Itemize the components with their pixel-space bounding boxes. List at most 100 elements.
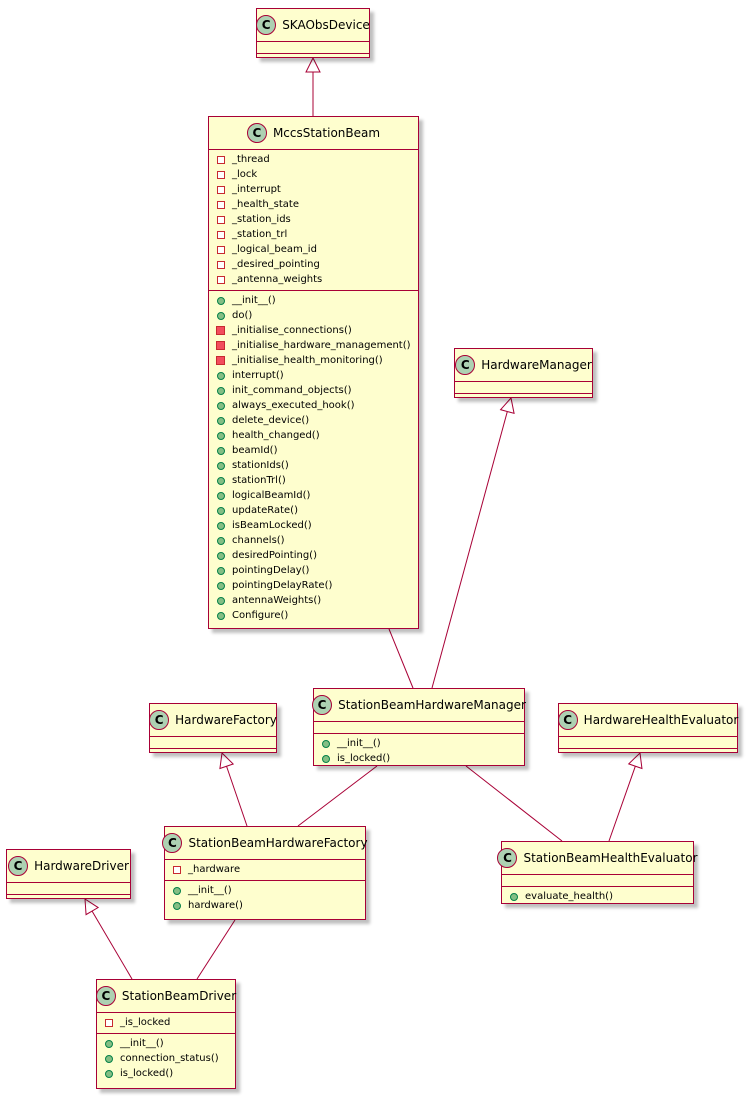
method-label: beamId() xyxy=(232,445,278,456)
public-method-icon xyxy=(215,445,226,456)
class-name: HardwareHealthEvaluator xyxy=(583,713,739,727)
field-row: _hardware xyxy=(165,862,365,877)
method-row: channels() xyxy=(209,533,418,548)
class-box-hardware-factory: C HardwareFactory xyxy=(149,703,277,753)
class-c-icon: C xyxy=(256,15,277,35)
public-method-icon xyxy=(320,753,331,764)
field-label: _is_locked xyxy=(120,1017,171,1028)
method-row: pointingDelay() xyxy=(209,563,418,578)
methods-section xyxy=(559,748,737,760)
public-method-icon xyxy=(215,580,226,591)
method-label: _initialise_health_monitoring() xyxy=(232,355,383,366)
inheritance-edge xyxy=(431,411,508,689)
public-method-icon xyxy=(215,370,226,381)
public-method-icon xyxy=(103,1053,114,1064)
field-row: _station_trl xyxy=(209,227,418,242)
association-edge xyxy=(388,628,414,689)
class-header: C HardwareDriver xyxy=(7,850,130,882)
method-label: pointingDelayRate() xyxy=(232,580,333,591)
class-name: HardwareDriver xyxy=(34,859,129,873)
class-name: HardwareFactory xyxy=(175,713,277,727)
public-method-icon xyxy=(215,520,226,531)
public-method-icon xyxy=(171,885,182,896)
field-label: _hardware xyxy=(188,864,241,875)
method-row: beamId() xyxy=(209,443,418,458)
field-row: _station_ids xyxy=(209,212,418,227)
private-method-icon xyxy=(215,355,226,366)
fields-section xyxy=(257,41,369,53)
fields-section xyxy=(150,736,276,748)
method-row: __init__() xyxy=(97,1036,235,1051)
methods-section xyxy=(7,894,130,906)
field-label: _logical_beam_id xyxy=(232,244,317,255)
inheritance-arrowhead xyxy=(84,898,100,916)
class-name: StationBeamHardwareFactory xyxy=(188,836,368,850)
class-c-icon: C xyxy=(312,695,333,715)
method-label: _initialise_connections() xyxy=(232,325,352,336)
method-label: health_changed() xyxy=(232,430,320,441)
method-label: logicalBeamId() xyxy=(232,490,311,501)
fields-section: _thread_lock_interrupt_health_state_stat… xyxy=(209,149,418,290)
field-row: _antenna_weights xyxy=(209,272,418,287)
private-field-icon xyxy=(215,214,226,225)
private-method-icon xyxy=(215,325,226,336)
private-field-icon xyxy=(215,169,226,180)
inheritance-arrowhead xyxy=(219,751,235,770)
public-method-icon xyxy=(215,550,226,561)
method-row: stationIds() xyxy=(209,458,418,473)
class-c-icon: C xyxy=(455,355,476,375)
method-label: isBeamLocked() xyxy=(232,520,312,531)
class-box-hardware-driver: C HardwareDriver xyxy=(6,849,131,899)
field-row: _interrupt xyxy=(209,182,418,197)
methods-section: __init__()do()_initialise_connections()_… xyxy=(209,290,418,626)
method-row: delete_device() xyxy=(209,413,418,428)
method-row: evaluate_health() xyxy=(502,889,693,904)
public-method-icon xyxy=(215,385,226,396)
methods-section: __init__()hardware() xyxy=(165,880,365,916)
public-method-icon xyxy=(215,595,226,606)
method-label: desiredPointing() xyxy=(232,550,317,561)
class-name: MccsStationBeam xyxy=(272,126,381,140)
class-name: StationBeamDriver xyxy=(121,989,237,1003)
inheritance-arrowhead xyxy=(305,56,321,73)
public-method-icon xyxy=(171,900,182,911)
method-row: Configure() xyxy=(209,608,418,623)
private-field-icon xyxy=(215,274,226,285)
public-method-icon xyxy=(215,535,226,546)
class-c-icon: C xyxy=(95,986,116,1006)
field-label: _station_trl xyxy=(232,229,288,240)
class-c-icon: C xyxy=(8,856,29,876)
field-label: _station_ids xyxy=(232,214,291,225)
method-row: updateRate() xyxy=(209,503,418,518)
class-c-icon: C xyxy=(162,833,183,853)
method-row: isBeamLocked() xyxy=(209,518,418,533)
method-row: do() xyxy=(209,308,418,323)
public-method-icon xyxy=(215,565,226,576)
fields-section xyxy=(559,736,737,748)
fields-section xyxy=(455,381,592,393)
method-label: always_executed_hook() xyxy=(232,400,355,411)
method-row: __init__() xyxy=(165,883,365,898)
private-method-icon xyxy=(215,340,226,351)
class-box-station-beam-hardware-factory: C StationBeamHardwareFactory _hardware __in… xyxy=(162,826,368,920)
field-row: _lock xyxy=(209,167,418,182)
class-c-icon: C xyxy=(497,848,518,868)
private-field-icon xyxy=(103,1017,114,1028)
class-c-icon: C xyxy=(149,710,170,730)
method-label: __init__() xyxy=(188,885,232,896)
method-row: always_executed_hook() xyxy=(209,398,418,413)
method-label: evaluate_health() xyxy=(525,891,613,902)
method-row: _initialise_connections() xyxy=(209,323,418,338)
association-edge xyxy=(297,765,378,827)
method-label: updateRate() xyxy=(232,505,298,516)
public-method-icon xyxy=(103,1068,114,1079)
